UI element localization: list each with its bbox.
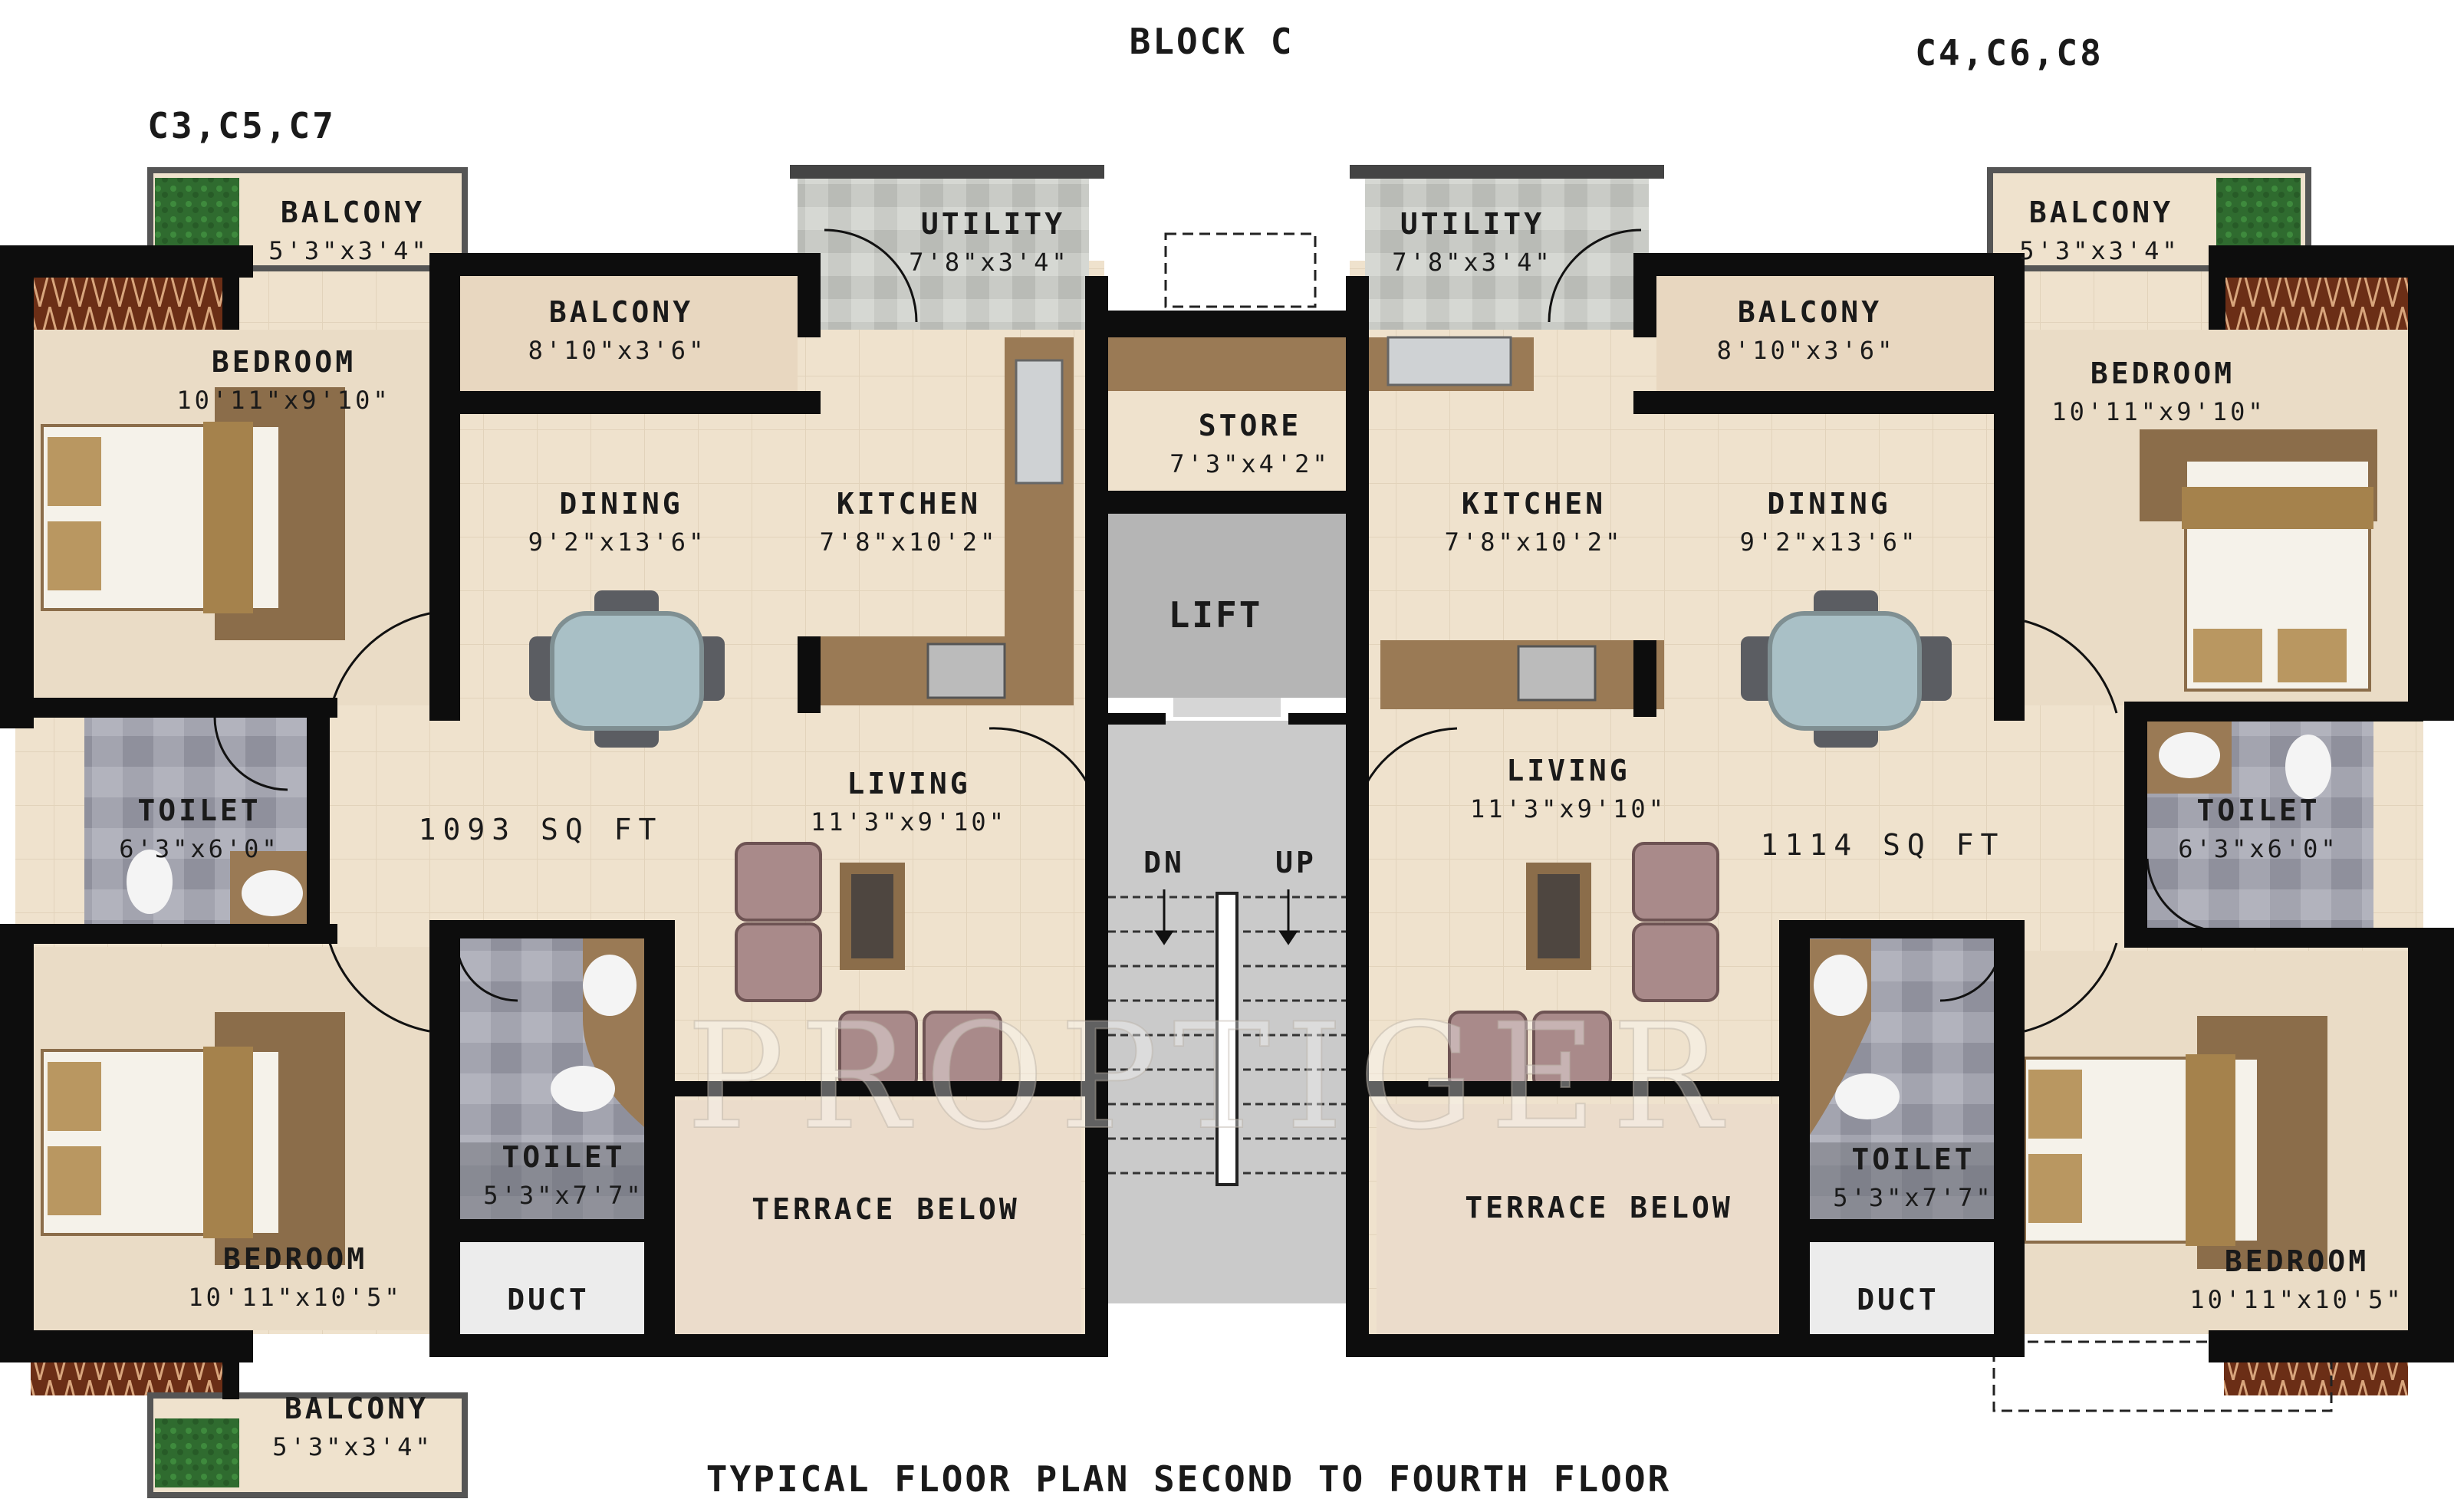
right-unit-numbers: C4,C6,C8 xyxy=(1915,32,2104,74)
left-unit-area: 1093 SQ FT xyxy=(419,813,663,846)
left-kitchen-dim: 7'8"x10'2" xyxy=(820,528,998,557)
labels: BLOCK C C3,C5,C7 C4,C6,C8 BALCONY 5'3"x3… xyxy=(119,21,2403,1500)
store-dim: 7'3"x4'2" xyxy=(1169,449,1330,478)
left-hob xyxy=(926,643,1006,699)
right-unit-area: 1114 SQ FT xyxy=(1761,828,2005,862)
left-bedroom-bottom-dim: 10'11"x10'5" xyxy=(188,1283,402,1312)
left-planter-bottom xyxy=(155,1418,239,1487)
left-balcony-bottom-dim: 5'3"x3'4" xyxy=(272,1432,433,1461)
left-bedroom-bottom-name: BEDROOM xyxy=(223,1242,367,1276)
left-toilet-2-name: TOILET xyxy=(502,1140,625,1174)
right-balcony-mid xyxy=(1656,268,1994,391)
right-toilet-2-dim: 5'3"x7'7" xyxy=(1833,1183,1993,1212)
right-dining-table xyxy=(1741,590,1952,748)
left-unit xyxy=(31,165,1104,1498)
left-toilet-2-dim: 5'3"x7'7" xyxy=(483,1181,643,1210)
stair-arrows xyxy=(1154,889,1298,945)
left-balcony-mid-dim: 8'10"x3'6" xyxy=(528,336,707,365)
floor-plan-caption: TYPICAL FLOOR PLAN SECOND TO FOURTH FLOO… xyxy=(706,1458,1671,1500)
right-bedroom-bottom-dim: 10'11"x10'5" xyxy=(2189,1285,2403,1314)
right-utility xyxy=(1365,176,1649,330)
left-pillow-1 xyxy=(48,437,101,506)
left-utility xyxy=(798,176,1089,330)
stair-handrail xyxy=(1215,892,1239,1186)
left-dining-name: DINING xyxy=(559,487,683,521)
left-terrace-name: TERRACE BELOW xyxy=(752,1192,1019,1226)
lift-shaft xyxy=(1108,514,1350,698)
left-pillow-2 xyxy=(48,521,101,590)
right-utility-dim: 7'8"x3'4" xyxy=(1392,248,1552,277)
right-toilet-2-name: TOILET xyxy=(1851,1142,1975,1176)
right-terrace-name: TERRACE BELOW xyxy=(1465,1191,1732,1224)
right-toilet-1-name: TOILET xyxy=(2196,794,2320,827)
right-hob xyxy=(1517,645,1597,702)
right-bedroom-top-dim: 10'11"x9'10" xyxy=(2051,397,2265,426)
right-duct-name: DUCT xyxy=(1857,1283,1939,1316)
left-bedroom-top-name: BEDROOM xyxy=(212,345,356,379)
right-dining-dim: 9'2"x13'6" xyxy=(1740,528,1919,557)
top-dashed-void xyxy=(1164,232,1317,308)
left-bedroom-top-dim: 10'11"x9'10" xyxy=(176,386,390,415)
right-living-name: LIVING xyxy=(1506,754,1630,787)
left-bed-top-cover xyxy=(203,422,253,613)
right-terrace xyxy=(1377,1104,1787,1334)
lift-label: LIFT xyxy=(1169,594,1263,636)
right-kitchen-dim: 7'8"x10'2" xyxy=(1445,528,1623,557)
left-utility-dim: 7'8"x3'4" xyxy=(909,248,1069,277)
core xyxy=(1104,232,1534,1303)
right-planter-top xyxy=(2216,178,2301,255)
left-balcony-bottom-name: BALCONY xyxy=(285,1392,429,1425)
left-living-name: LIVING xyxy=(847,767,970,800)
walls xyxy=(0,245,2454,1399)
left-living-dim: 11'3"x9'10" xyxy=(811,807,1007,837)
right-utility-name: UTILITY xyxy=(1400,207,1544,241)
left-balcony-top-dim: 5'3"x3'4" xyxy=(268,236,429,265)
left-kitchen-name: KITCHEN xyxy=(837,487,981,521)
left-dining-dim: 9'2"x13'6" xyxy=(528,528,707,557)
right-bedroom-top-name: BEDROOM xyxy=(2091,357,2235,390)
store-name: STORE xyxy=(1199,409,1301,442)
watermark: PROPTIGER xyxy=(686,992,1737,1162)
right-living-sofa xyxy=(1448,842,1719,1090)
right-bedroom-bottom-name: BEDROOM xyxy=(2225,1244,2369,1278)
left-planter-top xyxy=(155,178,239,255)
stair-treads xyxy=(1108,896,1350,1175)
left-terrace xyxy=(675,1100,1081,1334)
left-duct-name: DUCT xyxy=(507,1283,590,1316)
right-balcony-mid-dim: 8'10"x3'6" xyxy=(1717,336,1896,365)
left-balcony-mid-name: BALCONY xyxy=(549,295,693,329)
left-utility-name: UTILITY xyxy=(921,207,1065,241)
stair-down-label: DN xyxy=(1143,846,1185,879)
right-kitchen-name: KITCHEN xyxy=(1462,487,1606,521)
left-toilet-1-dim: 6'3"x6'0" xyxy=(119,834,279,863)
left-balcony-mid xyxy=(460,268,798,391)
stair-up-label: UP xyxy=(1275,846,1317,879)
left-duct xyxy=(460,1242,644,1342)
right-dining-name: DINING xyxy=(1767,487,1890,521)
right-balcony-top-dim: 5'3"x3'4" xyxy=(2019,236,2179,265)
left-railing-top xyxy=(31,276,238,330)
right-living-dim: 11'3"x9'10" xyxy=(1470,794,1666,823)
left-utility-door xyxy=(824,228,918,323)
left-balcony-top-name: BALCONY xyxy=(281,196,425,229)
right-balcony-top-name: BALCONY xyxy=(2029,196,2173,229)
right-balcony-mid-name: BALCONY xyxy=(1738,295,1882,329)
right-dashed-outline xyxy=(1992,1340,2333,1412)
right-railing-top xyxy=(2224,276,2408,330)
left-living-sofa xyxy=(735,842,1002,1090)
left-dining-table xyxy=(529,590,725,748)
block-title: BLOCK C xyxy=(1130,21,1294,62)
left-toilet-1-name: TOILET xyxy=(137,794,261,827)
left-sink xyxy=(1015,359,1064,485)
left-unit-numbers: C3,C5,C7 xyxy=(147,105,336,146)
right-unit xyxy=(1350,165,2408,1412)
right-duct xyxy=(1810,1242,1994,1342)
right-toilet-1-dim: 6'3"x6'0" xyxy=(2178,834,2338,863)
